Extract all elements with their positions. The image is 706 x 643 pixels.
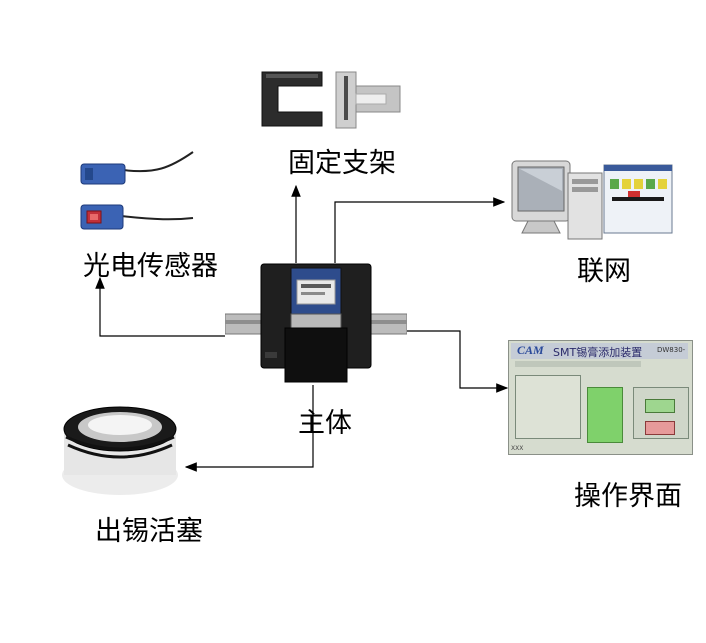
start-button[interactable] [645,399,675,413]
photoelectric-sensor-image [80,151,194,230]
screen-model: DW830- [657,346,686,354]
screen-info-bar [515,361,641,367]
computer-image [511,160,673,240]
bracket-label: 固定支架 [288,148,396,179]
interface-label: 操作界面 [574,481,682,512]
arrow-to-piston [184,385,314,472]
screen-bottom-label: XXX [511,445,524,452]
bracket-image [261,71,401,129]
screen-header: CAM SMT锡膏添加装置 DW830- [511,343,688,359]
arrow-to-network [334,197,506,263]
main-unit-label: 主体 [298,408,352,439]
piston-label: 出锡活塞 [95,516,203,547]
screen-green-panel [587,387,623,443]
screen-logo: CAM [517,343,544,357]
interface-screen: CAM SMT锡膏添加装置 DW830- XXX [508,340,693,455]
arrow-to-interface [405,330,509,393]
main-unit-image [225,263,407,383]
screen-left-panel [515,375,581,439]
screen-title: SMT锡膏添加装置 [553,346,643,359]
stop-button[interactable] [645,421,675,435]
piston-image [62,406,178,495]
network-label: 联网 [577,256,631,287]
sensor-label: 光电传感器 [83,251,218,282]
arrow-to-sensor [95,276,225,337]
